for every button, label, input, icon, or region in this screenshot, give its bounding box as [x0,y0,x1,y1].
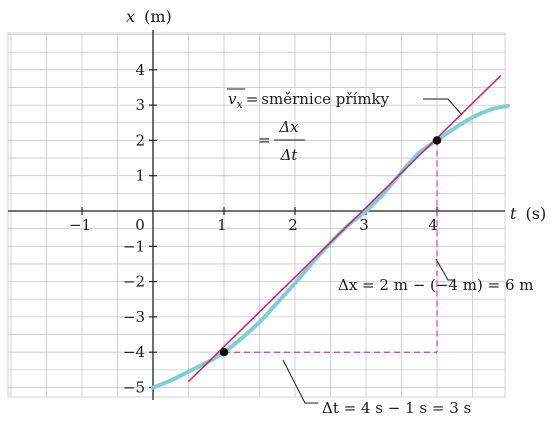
plot-series [151,74,510,390]
secant-text: směrnice přímky [261,90,389,108]
secant-label: vx=směrnice přímky = Δx Δt [227,88,390,164]
frac-denominator: Δt [280,146,299,164]
x-tick-label: −1 [69,216,91,234]
vx-symbol: v [228,90,237,108]
secant-label-leader [423,98,463,116]
delta-x-label: Δx = 2 m − (−4 m) = 6 m [338,276,533,294]
y-axis-unit: (m) [144,7,172,26]
y-tick-label: −3 [123,308,145,326]
data-point [432,136,442,145]
annotations [282,98,463,404]
y-tick-label: −1 [123,237,145,255]
data-point [219,348,229,357]
x-axis-var: t [510,204,517,223]
x-axis-label: t (s) [510,204,546,223]
secant-line [187,74,502,383]
frac-equals: = [258,131,271,149]
y-tick-label: 2 [135,131,145,149]
y-tick-label: 4 [135,61,145,79]
y-tick-label: −2 [123,273,145,291]
x-tick-label: 4 [428,216,438,234]
x-tick-label: 1 [217,216,227,234]
x-tick-label: 0 [135,216,145,234]
tick-labels: −1 0 1 2 3 4 −5 −4 −3 −2 −1 1 2 3 4 [69,61,438,397]
dashed-guides [224,140,438,353]
y-tick-label: −4 [123,343,145,361]
vx-equals: = [246,90,259,108]
frac-numerator: Δx [278,118,299,136]
delta-t-leader [282,359,318,404]
x-tick-label: 2 [288,216,298,234]
axes [8,30,505,400]
delta-t-label: Δt = 4 s − 1 s = 3 s [322,399,471,417]
svg-text:vx=směrnice přímky: vx=směrnice přímky [228,90,390,111]
x-tick-label: 3 [359,216,369,234]
grid-frame [7,32,506,398]
vx-subscript: x [236,98,243,111]
y-axis-label: x (m) [126,7,172,26]
x-axis-unit: (s) [526,204,547,223]
y-tick-label: 1 [135,167,145,185]
y-tick-label: 3 [135,96,145,114]
delta-x-leader [435,258,455,281]
y-axis-var: x [126,7,135,26]
y-tick-label: −5 [123,379,145,397]
